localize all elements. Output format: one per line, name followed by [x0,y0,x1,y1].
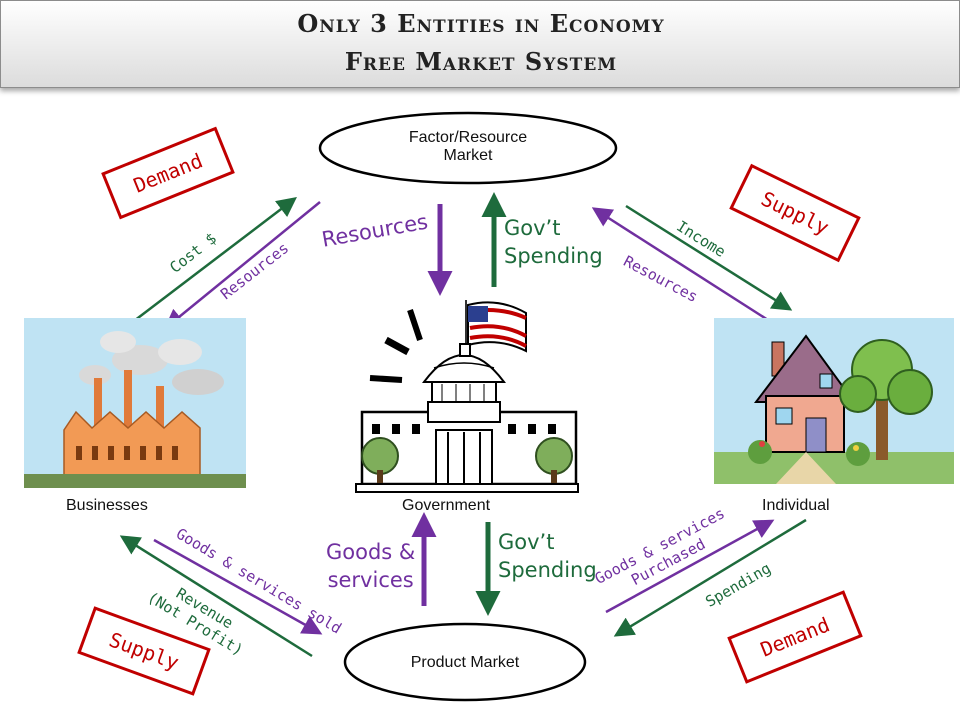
goods-sold-arrow [153,538,323,635]
govt-spending-bottom-line1: Gov’t [498,530,555,554]
factor-market-line2: Market [443,147,493,164]
factory-icon [24,318,246,488]
govt-spending-top-label: Gov’t Spending [504,214,603,270]
govt-spending-bottom-label: Gov’t Spending [498,528,597,584]
capitol-icon [355,300,579,493]
product-market-oval [343,622,587,702]
cost-arrow [129,196,297,325]
govt-spending-top-line1: Gov’t [504,216,561,240]
govt-spending-top-line2: Spending [504,244,603,268]
spending-arrow [613,518,807,637]
title-line-2: Free Market System [344,47,618,76]
goods-purchased-arrow [605,519,775,614]
individual-label: Individual [762,497,830,514]
factor-market-oval [318,111,618,185]
income-arrow [625,204,793,311]
factor-market-label: Factor/Resource Market [360,129,576,165]
factor-market-line1: Factor/Resource [408,129,528,146]
house-icon [714,318,954,484]
government-label: Government [402,497,491,514]
goods-services-line2: services [327,568,414,592]
product-market-label: Product Market [410,654,520,671]
govt-spending-bottom-line2: Spending [498,558,597,582]
title-line-1: Only 3 Entities in Economy [297,9,665,38]
goods-services-line1: Goods & [326,540,416,564]
revenue-arrow [119,535,313,658]
goods-services-label: Goods & services [326,538,415,594]
businesses-label: Businesses [66,497,148,514]
resources-right-arrow [591,207,769,322]
title-bar: Only 3 Entities in Economy Free Market S… [0,0,960,88]
resources-left-arrow [164,201,321,330]
